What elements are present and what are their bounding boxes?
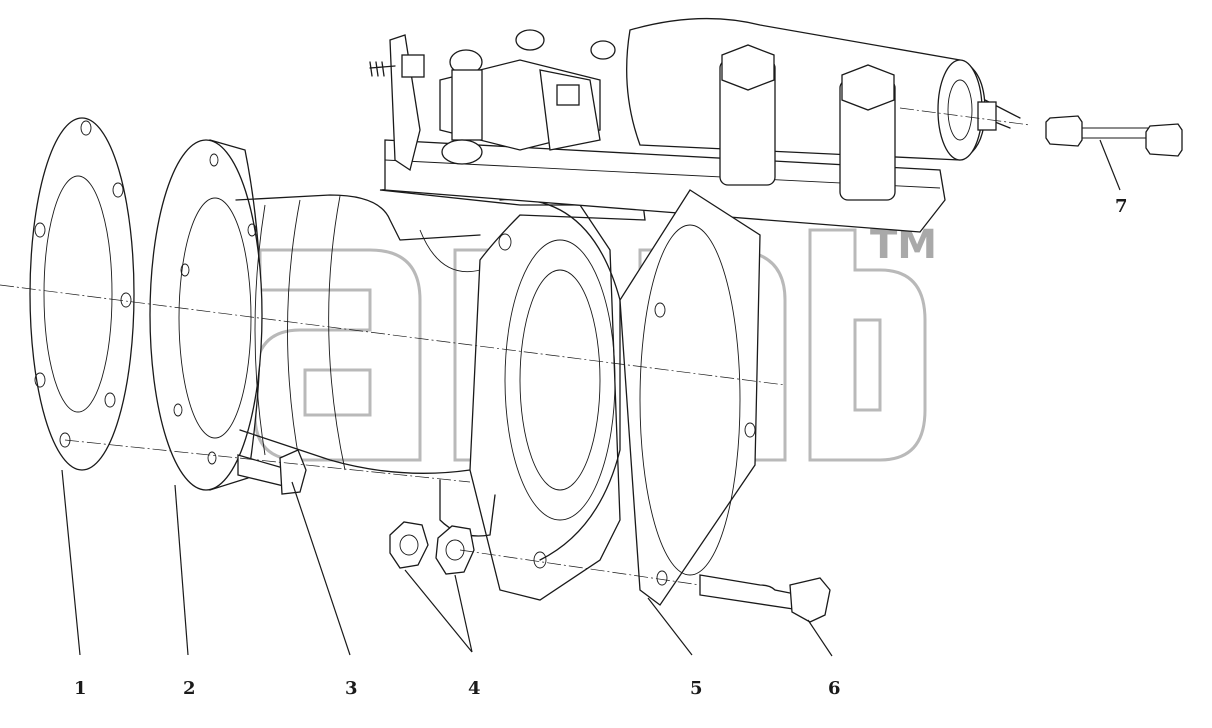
callout-labels: 1 2 3 4 5 6 7 [74, 196, 1128, 699]
actuator-assembly [369, 17, 1021, 233]
callout-2: 2 [183, 678, 196, 699]
part-5-flange-gasket [619, 189, 761, 606]
leader-6 [807, 619, 833, 657]
callout-4: 4 [468, 678, 481, 699]
assembly-axes [0, 284, 786, 586]
part-2-flange-body [149, 139, 481, 491]
leader-lines [61, 139, 1121, 657]
leader-5 [647, 597, 693, 656]
part-1-gasket [29, 117, 135, 471]
callout-5: 5 [690, 678, 703, 699]
leader-4a [404, 569, 473, 653]
part-7-connector [899, 107, 1183, 157]
callout-1: 1 [74, 678, 87, 699]
callout-3: 3 [345, 678, 358, 699]
leader-7 [1099, 139, 1121, 191]
leader-1 [61, 469, 81, 656]
callout-7: 7 [1115, 196, 1128, 217]
leader-2 [174, 484, 189, 656]
part-6-bolt [699, 574, 831, 623]
leader-3 [291, 481, 351, 656]
leader-4b [454, 574, 473, 653]
part-4-nuts [389, 521, 475, 575]
part-3-pin [237, 449, 307, 495]
callout-6: 6 [828, 678, 841, 699]
